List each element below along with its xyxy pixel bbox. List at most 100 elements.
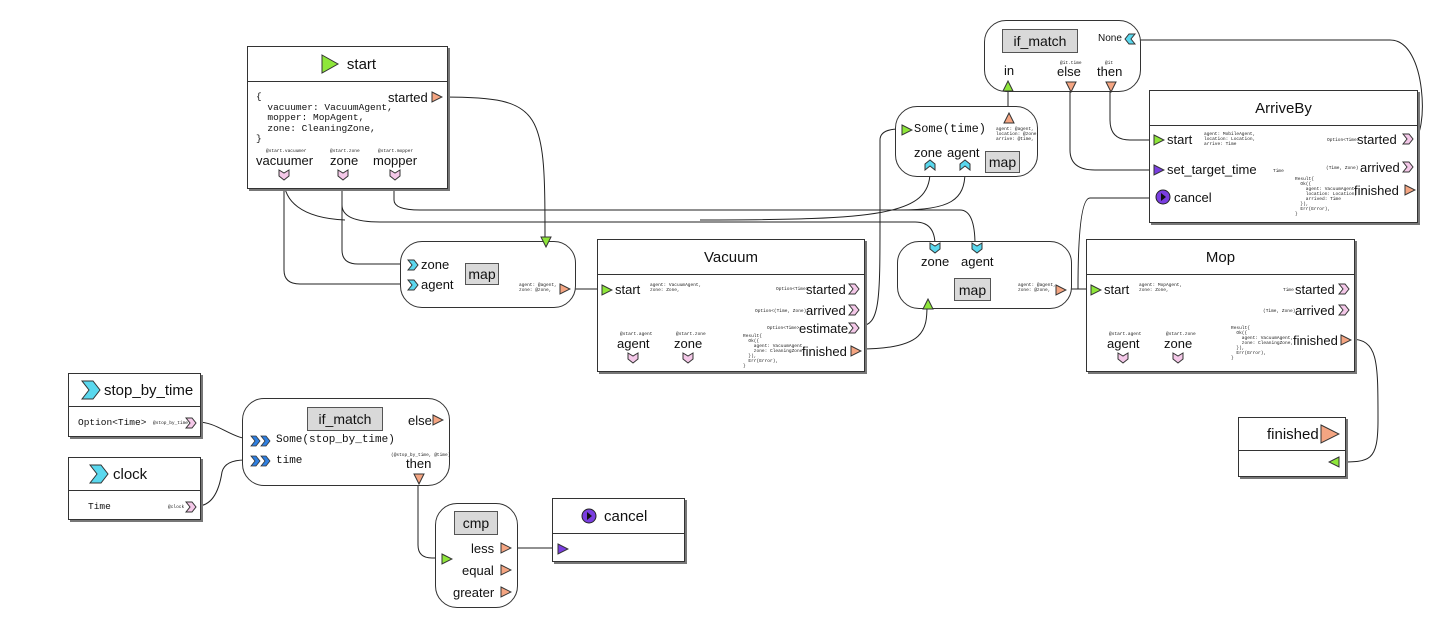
vacuum-estimate-tiny: Option<Time> [767,326,800,331]
some-map-zone-label: zone [914,145,943,160]
map-node-2[interactable]: zone agent map agent: @agent, zone: @zon… [897,241,1072,310]
trigger-input-icon[interactable] [601,284,613,296]
chevron-right-port-icon[interactable] [848,304,860,316]
vacuum-start-label: start [615,282,641,297]
clock-node[interactable]: clock Time @clock [68,457,201,520]
arriveby-arrived-label: arrived [1360,160,1400,175]
chevron-down-port-icon[interactable] [929,242,941,254]
output-port-icon[interactable] [850,345,862,357]
mop-finished-tiny: Result{ Ok({ agent: VacuumAgent, zone: C… [1231,326,1294,361]
output-port-icon[interactable] [432,414,444,426]
chevron-down-port-icon[interactable] [337,169,349,181]
output-port-icon[interactable] [1340,334,1352,346]
mop-node[interactable]: Mop start agent: MopAgent, zone: Zone, T… [1086,239,1355,372]
output-port-up-icon[interactable] [1003,112,1015,124]
start-node[interactable]: start { vacuumer: VacuumAgent, mopper: M… [247,46,448,189]
wire [1070,197,1155,290]
output-port-icon[interactable] [500,586,512,598]
chevron-down-port-icon[interactable] [1117,352,1129,364]
trigger-input-icon[interactable] [540,236,552,248]
cancel-play-icon[interactable] [1155,189,1171,205]
output-port-icon[interactable] [1055,284,1067,296]
clock-title: clock [113,465,148,483]
zone-tiny: @start.zone [330,149,360,154]
map2-zone-label: zone [921,254,950,269]
wire [393,180,976,246]
if-match-top-title-box: if_match [1002,29,1078,53]
trigger-up-icon[interactable] [922,298,934,310]
wire [1109,86,1155,141]
finished-header: finished [1239,418,1345,451]
chevron-right-port-icon[interactable] [848,322,860,334]
chevron-right-port-icon[interactable] [185,417,197,429]
map2-agent-label: agent [961,254,994,269]
chevron-down-port-icon[interactable] [971,242,983,254]
vacuum-finished-label: finished [802,344,847,359]
some-time-map-node[interactable]: Some(time) agent: @agent, location: @zon… [895,106,1039,177]
output-port-down-icon[interactable] [1065,81,1077,93]
start-mopper-label: mopper [373,153,418,168]
mop-start-label: start [1104,282,1130,297]
trigger-input-icon[interactable] [1153,164,1165,176]
vacuum-node-header: Vacuum [598,240,864,275]
chevron-right-port-icon[interactable] [1338,304,1350,316]
chevron-down-port-icon[interactable] [278,169,290,181]
chevron-right-icon [89,464,109,484]
if-match-top-node[interactable]: if_match None in @it.time else @it then [984,20,1141,93]
clock-header: clock [69,458,200,491]
trigger-left-icon[interactable] [1328,456,1340,468]
wire [442,96,546,246]
trigger-input-icon[interactable] [1090,284,1102,296]
vacuum-node[interactable]: Vacuum start agent: VacuumAgent, zone: Z… [597,239,865,372]
output-port-down-icon[interactable] [413,473,425,485]
chevron-right-port-icon[interactable] [407,279,419,291]
stop-by-time-title: stop_by_time [104,381,194,399]
chevron-up-port-icon[interactable] [959,159,971,171]
wire [417,480,440,559]
chevron-up-port-icon[interactable] [924,159,936,171]
map-node-1[interactable]: zone agent map agent: @agent, zone: @zon… [400,236,576,308]
mop-agent-label: agent [1107,336,1140,351]
trigger-input-icon[interactable] [1153,134,1165,146]
output-port-icon[interactable] [431,91,443,103]
output-port-icon[interactable] [1404,184,1416,196]
arriveby-title: ArriveBy [1255,99,1312,117]
chevron-down-port-icon[interactable] [1172,352,1184,364]
vacuum-zone-label: zone [674,336,703,351]
output-port-icon [1320,424,1340,444]
stop-by-time-node[interactable]: stop_by_time Option<Time> @stop_by_time [68,373,201,437]
output-port-icon[interactable] [559,283,571,295]
chevron-down-port-icon[interactable] [627,352,639,364]
arriveby-node[interactable]: ArriveBy start agent: MobileAgent, locat… [1149,90,1418,223]
double-chevron-icon[interactable] [250,435,272,447]
output-port-icon[interactable] [500,542,512,554]
trigger-input-icon[interactable] [557,543,569,555]
chevron-right-port-icon[interactable] [185,501,197,513]
vacuum-zone-tiny: @start.zone [676,332,706,337]
clock-type: Time [88,501,111,512]
chevron-left-port-icon[interactable] [1124,33,1136,45]
chevron-right-port-icon[interactable] [1338,283,1350,295]
chevron-right-port-icon[interactable] [407,259,419,271]
trigger-up-icon[interactable] [1002,80,1014,92]
stop-by-time-tiny: @stop_by_time [153,421,189,426]
finished-title: finished [1267,425,1319,443]
chevron-right-port-icon[interactable] [848,283,860,295]
trigger-input-icon[interactable] [901,124,913,136]
chevron-down-port-icon[interactable] [682,352,694,364]
if-match-bottom-node[interactable]: if_match else Some(stop_by_time) time (@… [242,398,450,486]
wire [699,171,931,221]
double-chevron-icon[interactable] [250,455,272,467]
cancel-play-icon [581,508,597,524]
output-port-down-icon[interactable] [1105,81,1117,93]
chevron-right-port-icon[interactable] [1402,161,1414,173]
chevron-down-port-icon[interactable] [389,169,401,181]
arriveby-set-target-time-label: set_target_time [1167,162,1257,177]
chevron-right-port-icon[interactable] [1402,133,1414,145]
finished-node[interactable]: finished [1238,417,1346,477]
output-port-icon[interactable] [500,564,512,576]
cmp-node[interactable]: cmp less equal greater [435,503,518,608]
cancel-node[interactable]: cancel [552,498,685,562]
mop-started-tiny: Time [1283,288,1294,293]
trigger-input-icon[interactable] [441,553,453,565]
